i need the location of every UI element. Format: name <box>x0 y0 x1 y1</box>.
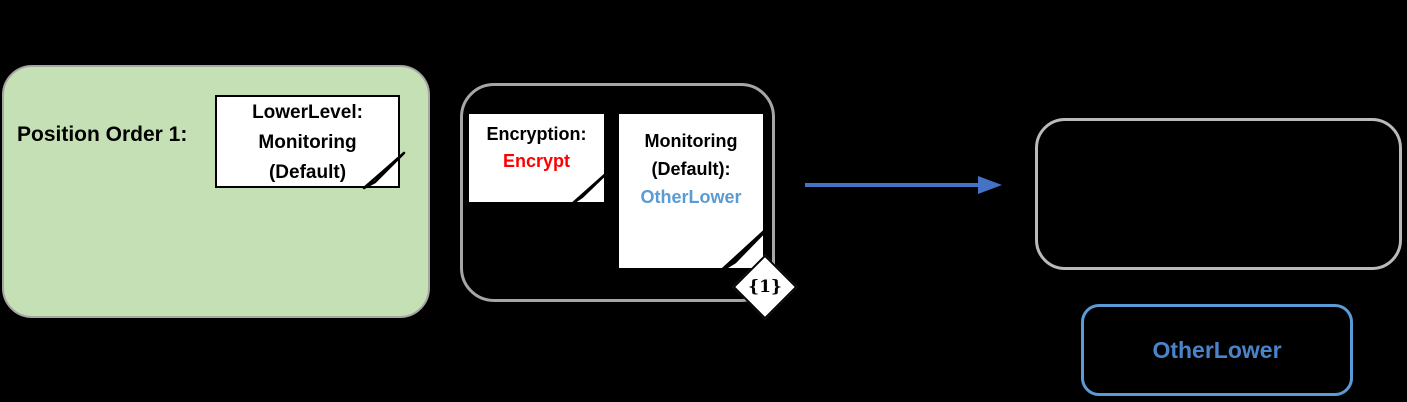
monitoring-note-title2: (Default): <box>651 159 731 179</box>
monitoring-note-value: OtherLower <box>640 187 742 207</box>
folded-corner-icon <box>720 224 772 272</box>
encryption-note-value: Encrypt <box>502 151 571 171</box>
encryption-note-title: Encryption: <box>486 124 587 144</box>
position-order-label: Position Order 1: <box>17 123 188 146</box>
constraint-badge-label: {1} <box>748 277 782 297</box>
folded-corner-icon <box>362 151 406 190</box>
policy-container <box>460 83 775 302</box>
encryption-note: Encryption: Encrypt <box>467 112 611 205</box>
lowerlevel-note: LowerLevel: Monitoring (Default) <box>215 95 406 190</box>
monitoring-note: Monitoring (Default): OtherLower <box>617 112 772 272</box>
lowerlevel-note-line1: LowerLevel: <box>252 102 363 123</box>
monitoring-note-title1: Monitoring <box>644 131 738 151</box>
otherlower-label: OtherLower <box>1152 336 1282 363</box>
lowerlevel-note-line2: Monitoring <box>258 132 357 153</box>
flow-arrow-icon <box>805 176 1002 194</box>
folded-corner-icon <box>571 169 611 205</box>
lowerlevel-note-line3: (Default) <box>268 162 347 183</box>
otherlower-box: OtherLower <box>1081 304 1353 396</box>
result-box <box>1035 118 1402 270</box>
